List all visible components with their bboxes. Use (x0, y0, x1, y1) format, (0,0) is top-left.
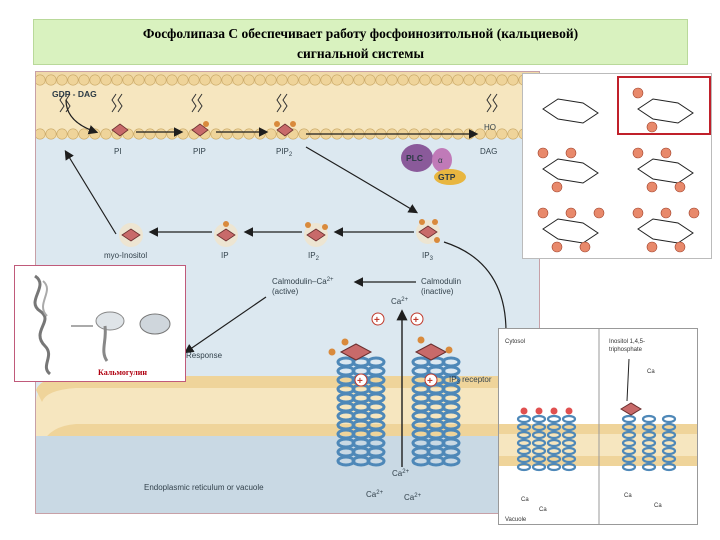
myo-inositol-label: myo-Inositol (104, 251, 147, 260)
pip2-label: PIP (276, 147, 289, 156)
svg-text:+: + (357, 376, 363, 387)
phosphoinositide-pathway-figure: GDP - DAG PI PIP PIP2 HO DAG PLC α GTP (35, 71, 540, 514)
dag-label: DAG (480, 147, 497, 156)
svg-text:IP3 receptor: IP3 receptor (449, 375, 492, 386)
calmodulin-structure-inset: Кальмогулин (14, 265, 186, 382)
svg-text:+: + (413, 315, 419, 326)
slide-title: Фосфолипаза С обеспечивает работу фосфои… (33, 19, 688, 65)
ca-er-1: Ca (392, 469, 403, 478)
svg-text:+: + (374, 315, 380, 326)
lipid-pip (191, 93, 209, 137)
ip2-molecule (304, 222, 328, 247)
lipid-pi (111, 93, 129, 137)
ip3-receptor (336, 356, 461, 467)
ip-molecule (214, 221, 238, 247)
vac-ca-5: Ca (654, 503, 662, 509)
er-membrane (36, 376, 539, 513)
membrane-arrows (64, 99, 479, 235)
svg-text:IP2: IP2 (308, 251, 320, 262)
cytosol-arrows (148, 227, 511, 354)
title-line-1: Фосфолипаза С обеспечивает работу фосфои… (142, 26, 579, 41)
vac-ca-1: Ca (647, 369, 655, 375)
ip3-subscript: 3 (430, 256, 434, 262)
ip3-receptor-label: IP (449, 375, 457, 384)
ip3-molecule (416, 219, 440, 244)
pip2-subscript: 2 (289, 152, 293, 158)
response-label: Response (186, 351, 223, 360)
ip-label: IP (221, 251, 229, 260)
ip3-label: IP (422, 251, 430, 260)
calmodulin-active-label: Calmodulin–Ca (272, 277, 327, 286)
ca-top-label: Ca (391, 297, 402, 306)
myo-inositol-molecule (119, 223, 143, 247)
ca-er-3: Ca (404, 493, 415, 502)
vacuole-label: Vacuole (505, 517, 527, 523)
plc-label: PLC (406, 153, 423, 163)
inositol-label-1: Inositol 1,4,5- (609, 339, 645, 345)
ca-er-2: Ca (366, 490, 377, 499)
positive-charges: + + + + (354, 312, 438, 387)
ip3-on-receptor (328, 336, 453, 361)
svg-text:Ca2+: Ca2+ (404, 493, 422, 502)
vacuole-channel-inset: Cytosol Inositol 1,4,5- triphosphate Vac… (498, 328, 698, 525)
vac-ca-4: Ca (624, 493, 632, 499)
calmodulin-caption: Кальмогулин (98, 368, 147, 377)
alpha-label: α (438, 156, 443, 165)
active-label: (active) (272, 287, 299, 296)
inositol-phosphates-structures-inset (522, 73, 712, 259)
ip2-label: IP (308, 251, 316, 260)
calmodulin-inactive-label: Calmodulin (421, 277, 461, 286)
inactive-label: (inactive) (421, 287, 454, 296)
svg-text:Ca2+: Ca2+ (392, 469, 410, 478)
lipid-dag (486, 93, 498, 113)
svg-text:Calmodulin–Ca2+: Calmodulin–Ca2+ (272, 277, 334, 286)
vacuole-channel-drawing: Cytosol Inositol 1,4,5- triphosphate Vac… (499, 329, 697, 524)
lipid-pip2 (274, 93, 296, 137)
calmodulin-structure-drawing (33, 274, 171, 376)
vac-ca-3: Ca (539, 507, 547, 513)
inositol-label-2: triphosphate (609, 347, 643, 353)
svg-text:PIP2: PIP2 (276, 147, 293, 158)
pathway-diagram: GDP - DAG PI PIP PIP2 HO DAG PLC α GTP (36, 72, 539, 513)
gdp-dag-label: GDP - DAG (52, 89, 97, 99)
pi-label: PI (114, 147, 122, 156)
vac-ca-2: Ca (521, 497, 529, 503)
cytosol-label: Cytosol (505, 339, 525, 345)
plc-enzyme (401, 144, 466, 185)
title-line-2: сигнальной системы (296, 46, 425, 61)
svg-text:Ca2+: Ca2+ (391, 297, 409, 306)
ip2-subscript: 2 (316, 256, 320, 262)
svg-text:Ca2+: Ca2+ (366, 490, 384, 499)
calmodulin-active-sup: 2+ (327, 277, 334, 283)
svg-text:+: + (427, 376, 433, 387)
inositol-structures-grid (537, 76, 711, 253)
pip-label: PIP (193, 147, 206, 156)
er-label: Endoplasmic reticulum or vacuole (144, 483, 264, 492)
ho-label: HO (484, 123, 496, 132)
gtp-label: GTP (438, 172, 456, 182)
svg-text:IP3: IP3 (422, 251, 434, 262)
